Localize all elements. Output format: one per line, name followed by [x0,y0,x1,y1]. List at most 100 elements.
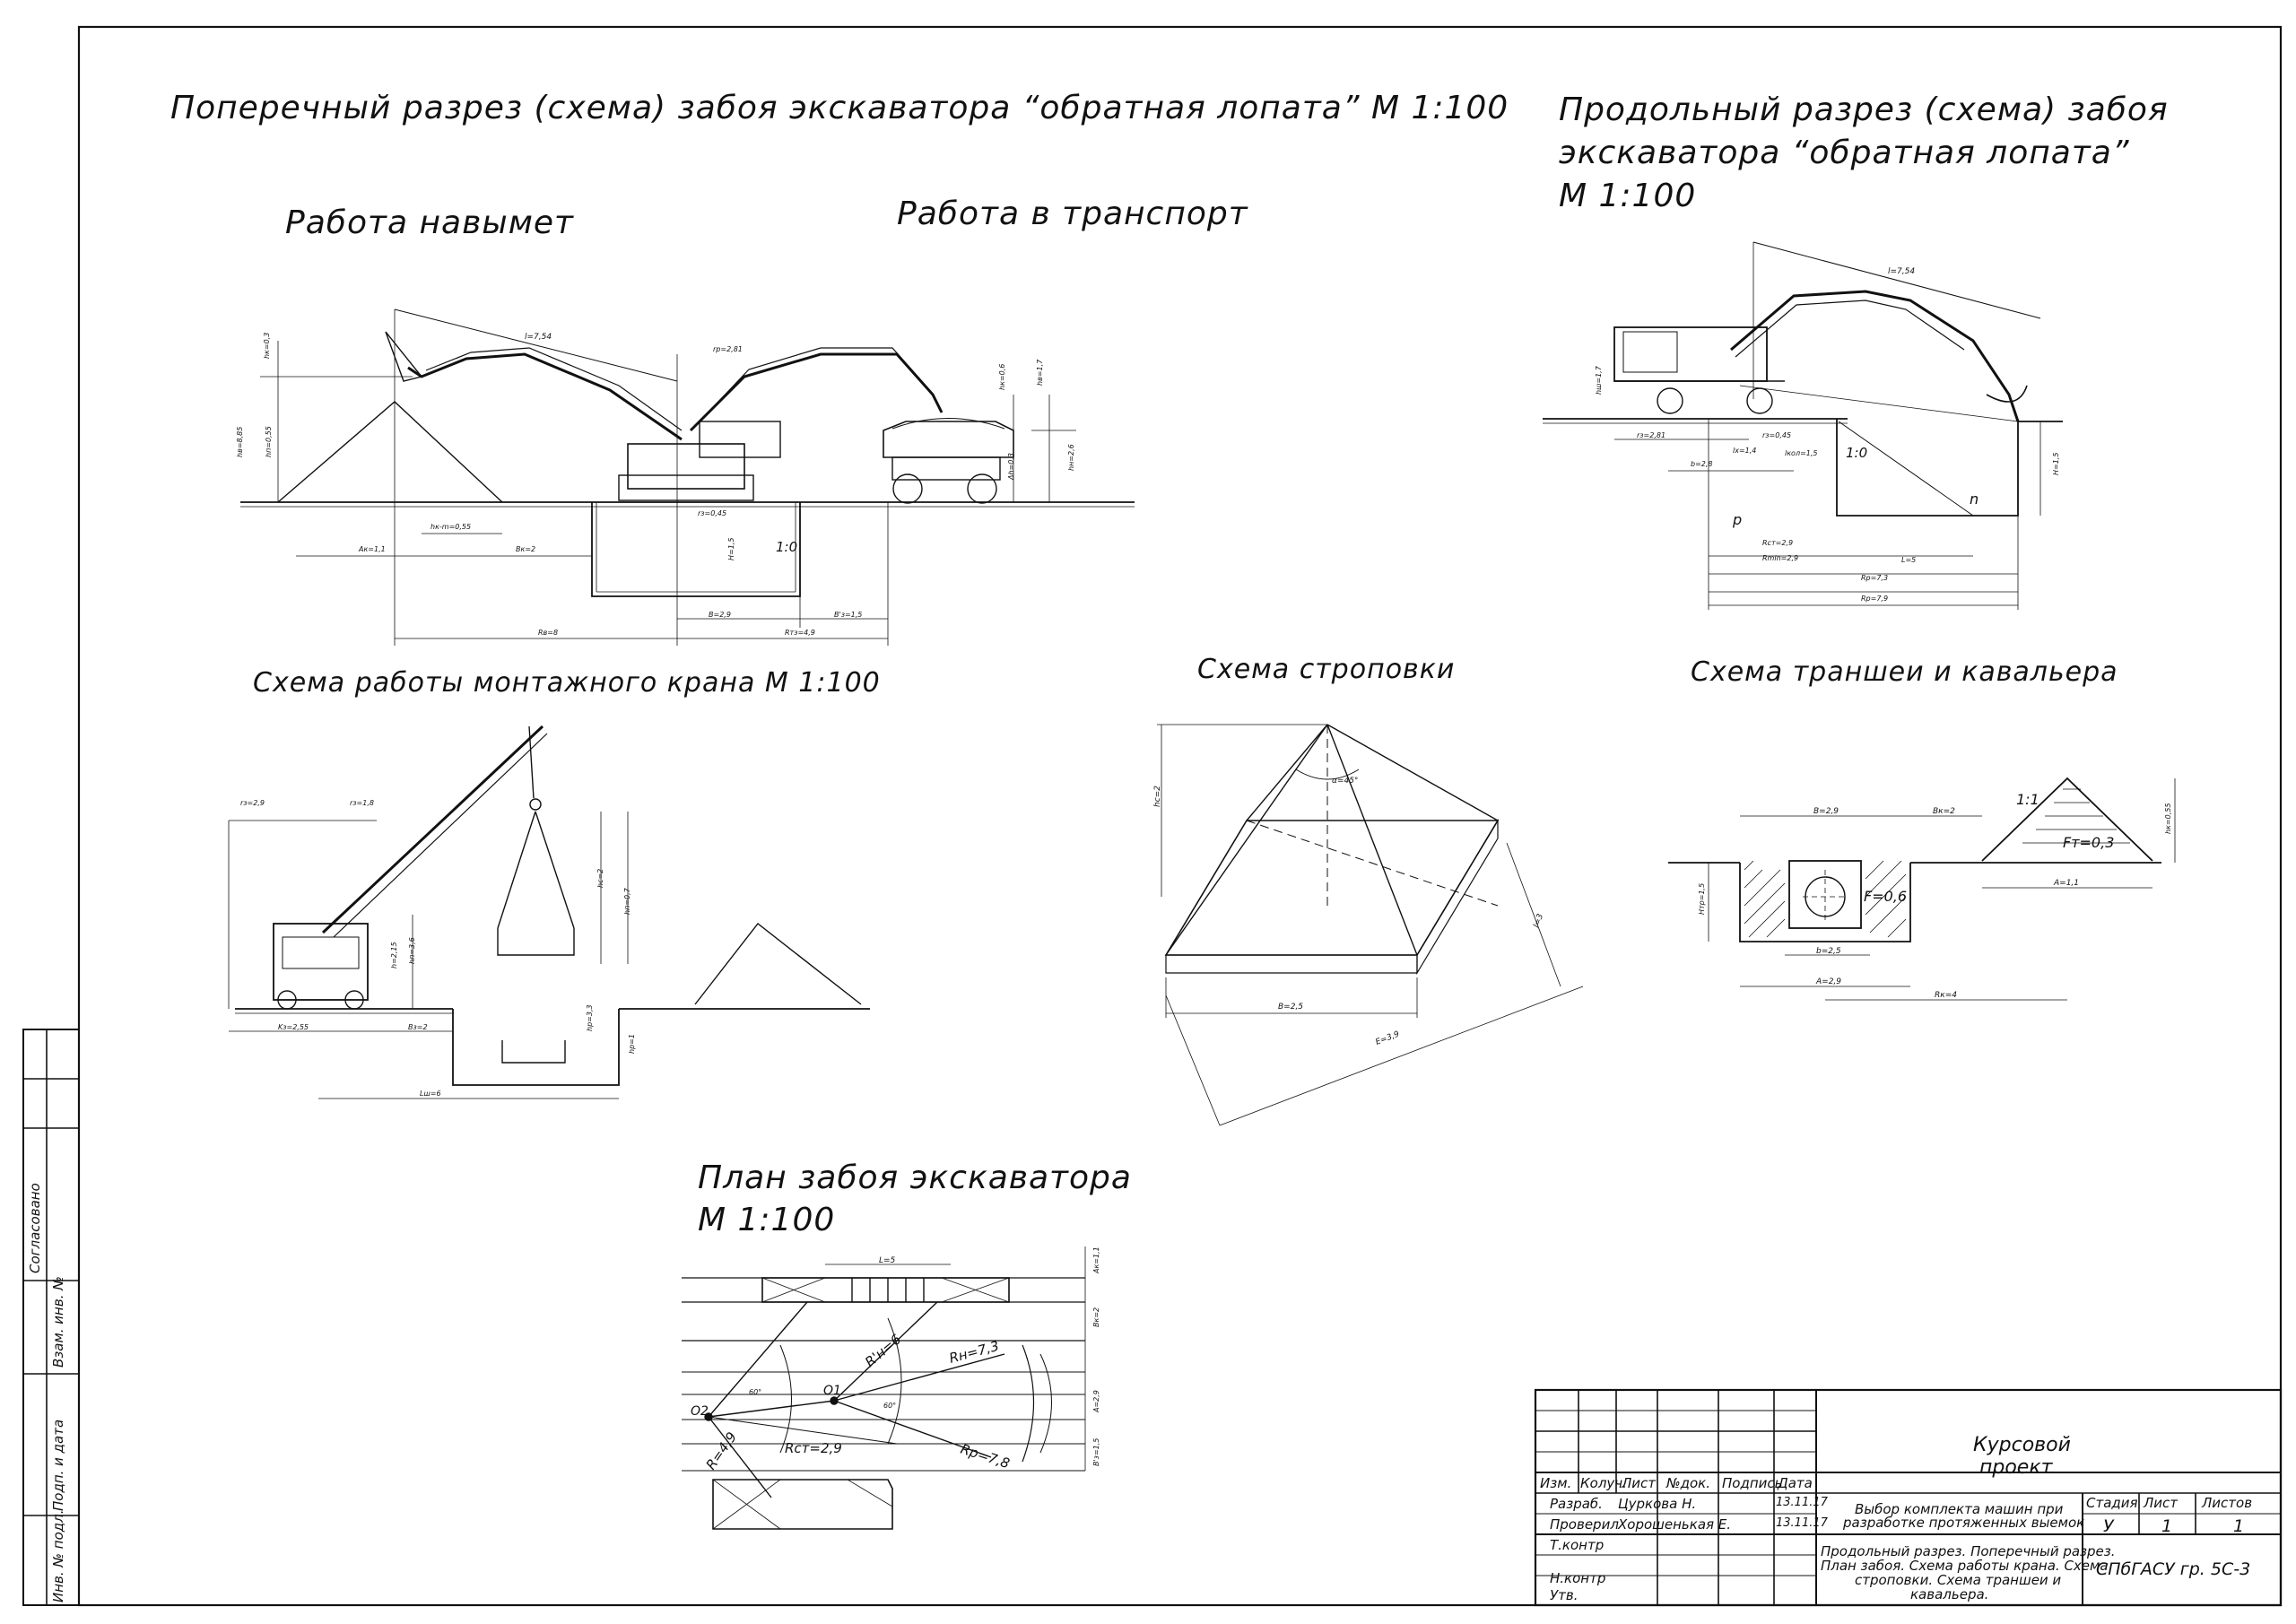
plan-drawing [682,1246,1086,1530]
cross-section-drawing [240,308,1135,646]
work-dump-title: Работа навымет [285,204,574,241]
dim-label: Bк=2 [516,545,535,553]
hdr-koluch: Колуч. [1580,1475,1627,1491]
side-stamp-soglasovano: Согласовано [27,1183,43,1273]
dim-label: R=4,9 [703,1429,741,1473]
longitudinal-title-line2: экскаватора “обратная лопата” [1559,135,2130,171]
dim-label: E=3,9 [1374,1029,1401,1046]
dim-label: rз=1,8 [350,799,374,807]
longitudinal-section-drawing [1543,241,2063,610]
dim-label: l=7,54 [1888,267,1915,276]
slinging-title: Схема строповки [1197,654,1456,685]
dim-label: B=2,5 [1278,1003,1303,1012]
dim-label: rз=2,81 [1637,431,1665,439]
dim-label: hп=0,7 [623,887,631,915]
dim-label: Rк=4 [1935,991,1957,1000]
hdr-izm: Изм. [1540,1475,1572,1491]
dim-label: b=2,5 [1816,947,1841,956]
dim-label: b=2,8 [1691,460,1713,468]
prov-date: 13.11.17 [1776,1516,1828,1530]
prov-label: Проверил [1550,1516,1619,1533]
plan-title-line2: М 1:100 [698,1202,836,1238]
prov-name: Хорошенькая Е. [1618,1516,1732,1533]
side-stamp-vzam: Взам. инв. № [50,1276,66,1368]
dim-label: 60° [749,1388,761,1396]
longitudinal-title-line1: Продольный разрез (схема) забоя [1559,91,2169,128]
desc-line3: строповки. Схема траншеи и [1855,1572,2062,1588]
dim-label: Rр=7,9 [1861,595,1888,603]
dim-label: hв=1,7 [1036,359,1044,386]
val-listov: 1 [2233,1516,2245,1536]
dim-label: Rтз=4,9 [785,629,815,637]
val-stadia: У [2103,1516,2114,1536]
dim-label: 1:0 [1846,445,1867,461]
side-stamp-inv-podl: Инв. № подл. [50,1509,66,1602]
course-line1: Курсовой [1973,1434,2071,1456]
dim-label: lкол=1,5 [1785,449,1818,457]
dim-label: h=2,15 [390,942,398,968]
dim-label: hс=2 [1153,786,1162,807]
sheet-frame [77,25,2283,1607]
dim-label: hс=2 [596,869,604,888]
razrab-label: Разраб. [1550,1496,1603,1512]
dim-label: α=45° [1332,777,1358,786]
hdr-ndok: №док. [1666,1475,1710,1491]
course-line2: проект [1979,1456,2053,1479]
dim-label: Rр=7,3 [1861,574,1888,582]
side-stamp-podp-data: Подп. и дата [50,1419,66,1511]
dim-label: B'з=1,5 [834,611,862,619]
dim-label: O2 [691,1404,709,1419]
slinging-scheme-drawing [1157,724,1584,1126]
plan-title-line1: План забоя экскаватора [698,1159,1132,1196]
dim-label: Rв=8 [538,629,558,637]
dim-label: hр=3,3 [586,1004,594,1031]
dim-label: B'з=1,5 [1092,1438,1100,1466]
dim-label: hк-m=0,55 [430,523,471,531]
col-list: Лист [2144,1495,2179,1511]
dim-label: L=5 [879,1256,896,1265]
side-stamp-frame [22,1029,80,1606]
utv-label: Утв. [1550,1587,1578,1603]
dim-label: O1 [823,1384,841,1398]
dim-label: Rст=2,9 [785,1440,842,1456]
col-listov: Листов [2202,1495,2253,1511]
dim-label: n [1970,491,1979,508]
desc-line2: План забоя. Схема работы крана. Схема [1821,1558,2109,1574]
dim-label: hн=2,6 [1067,444,1075,471]
hdr-list: Лист [1622,1475,1657,1491]
longitudinal-title-line3: М 1:100 [1559,178,1697,214]
crane-title: Схема работы монтажного крана М 1:100 [253,667,881,699]
dim-label: Aк=1,1 [358,545,386,553]
dim-label: hк=0,55 [2164,803,2172,834]
dim-label: Δh=0,3 [1007,453,1015,481]
dim-label: hп=0,55 [265,426,273,457]
dim-label: Rmin=2,9 [1762,554,1798,562]
dim-label: F=0,6 [1864,888,1907,905]
dim-label: hв=8,85 [236,427,244,457]
dim-label: l=3 [1532,913,1545,929]
dim-label: L=5 [1901,556,1916,564]
dim-label: Rр=7,8 [959,1441,1012,1472]
dim-label: B=2,9 [1813,807,1839,816]
crane-scheme-drawing [228,725,870,1099]
dim-label: hк=0,6 [998,364,1006,390]
dim-label: A=2,9 [1092,1390,1100,1413]
col-stadia: Стадия [2086,1495,2138,1511]
val-list: 1 [2161,1516,2173,1536]
dim-label: Rн=7,3 [947,1338,1000,1367]
hdr-data: Дата [1778,1475,1813,1491]
desc-line1: Продольный разрез. Поперечный разрез. [1821,1543,2116,1559]
dim-label: 1:1 [2016,791,2039,808]
dim-label: hп=3,6 [408,937,416,964]
dim-label: H=1,5 [727,538,735,560]
trench-scheme-drawing [1668,777,2176,1001]
dim-label: rз=0,45 [1762,431,1791,439]
dim-label: Hтр=1,5 [1698,883,1706,915]
dim-label: A=1,1 [2053,879,2079,888]
dim-label: Bк=2 [1933,807,1955,816]
dim-label: p [1732,511,1742,528]
dim-label: l=7,54 [525,333,552,342]
dim-label: H=1,5 [2052,453,2060,475]
